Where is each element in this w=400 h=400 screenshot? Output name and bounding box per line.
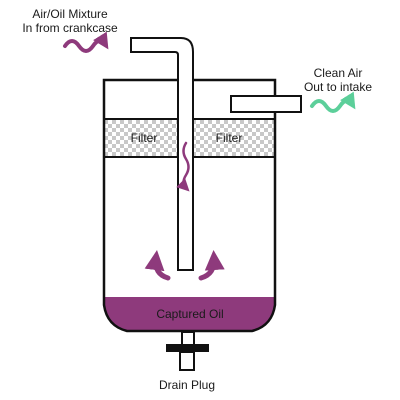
filter-label-left: Filter [131,131,158,145]
drain-plug [166,331,209,371]
drain-plug-label: Drain Plug [159,378,215,392]
outlet-label-line2: Out to intake [304,80,372,94]
inlet-flow-icon [63,31,109,53]
can-body [102,78,277,333]
captured-oil-fill [104,297,275,331]
outlet-label-line1: Clean Air [314,66,363,80]
swirl-left-icon [144,250,171,281]
down-flow-icon [176,141,190,192]
inlet-label-line1: Air/Oil Mixture [32,7,108,21]
captured-oil-label: Captured Oil [156,307,223,321]
inlet-label-line2: In from crankcase [22,21,118,35]
filter-label-right: Filter [216,131,243,145]
outlet-flow-icon [310,91,356,113]
outlet-pipe [230,95,302,113]
inlet-tube [130,37,194,271]
swirl-right-icon [198,250,225,281]
